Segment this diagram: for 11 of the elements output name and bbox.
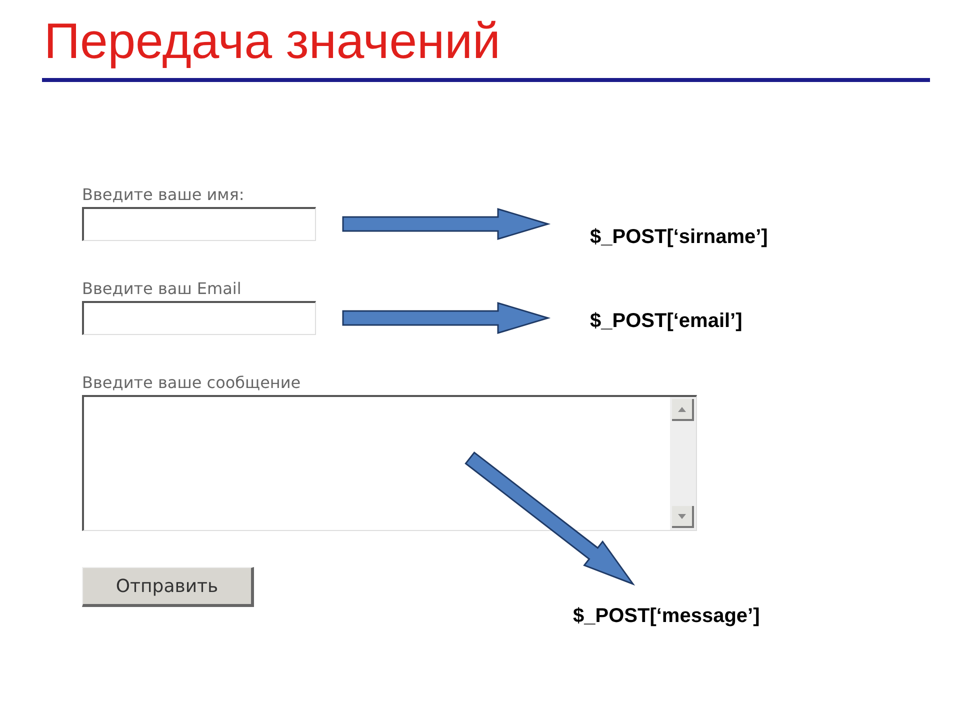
submit-button: Отправить <box>82 567 254 607</box>
slide-title: Передача значений <box>44 12 500 70</box>
variable-label: $_POST[‘message’] <box>573 604 760 628</box>
field-label: Введите ваше сообщение <box>82 373 302 394</box>
field-label: Введите ваше имя: <box>82 185 246 206</box>
field-label: Введите ваш Email <box>82 279 242 300</box>
block-arrow <box>342 302 551 334</box>
variable-label: $_POST[‘email’] <box>590 309 742 333</box>
block-arrow <box>464 451 636 586</box>
block-arrow <box>342 208 551 240</box>
variable-label: $_POST[‘sirname’] <box>590 225 768 249</box>
